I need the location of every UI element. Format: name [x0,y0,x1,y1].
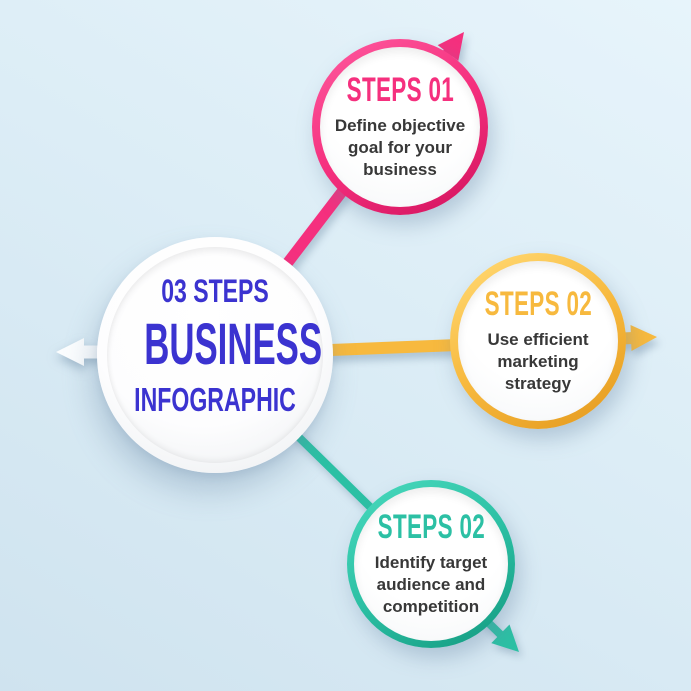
step-circle-3: STEPS 02 Identify target audience and co… [347,480,515,648]
step-2-label: STEPS 02 [484,285,592,323]
central-title: 03 STEPS BUSINESS INFOGRAPHIC [97,275,333,416]
central-title-steps-count: 03 STEPS [161,272,269,309]
arrow-down-right-icon [491,624,519,652]
step-2-description: Use efficient marketing strategy [487,330,589,393]
step-1-description: Define objective goal for your business [334,116,466,179]
step-circle-1: STEPS 01 Define objective goal for your … [312,39,488,215]
step-1-label: STEPS 01 [346,71,454,109]
step-3-label: STEPS 02 [377,508,485,546]
arrow-right-icon [630,325,657,351]
step-circle-2: STEPS 02 Use efficient marketing strateg… [450,253,626,429]
central-circle: 03 STEPS BUSINESS INFOGRAPHIC [97,237,333,473]
step-3-content: STEPS 02 Identify target audience and co… [354,487,508,641]
central-title-business: BUSINESS [144,311,323,377]
step-3-description: Identify target audience and competition [374,553,488,616]
central-title-infographic: INFOGRAPHIC [134,380,296,418]
arrow-left-icon [56,338,84,366]
arrow-up-right-icon [437,32,464,61]
step-2-content: STEPS 02 Use efficient marketing strateg… [458,261,618,421]
step-1-content: STEPS 01 Define objective goal for your … [320,47,480,207]
